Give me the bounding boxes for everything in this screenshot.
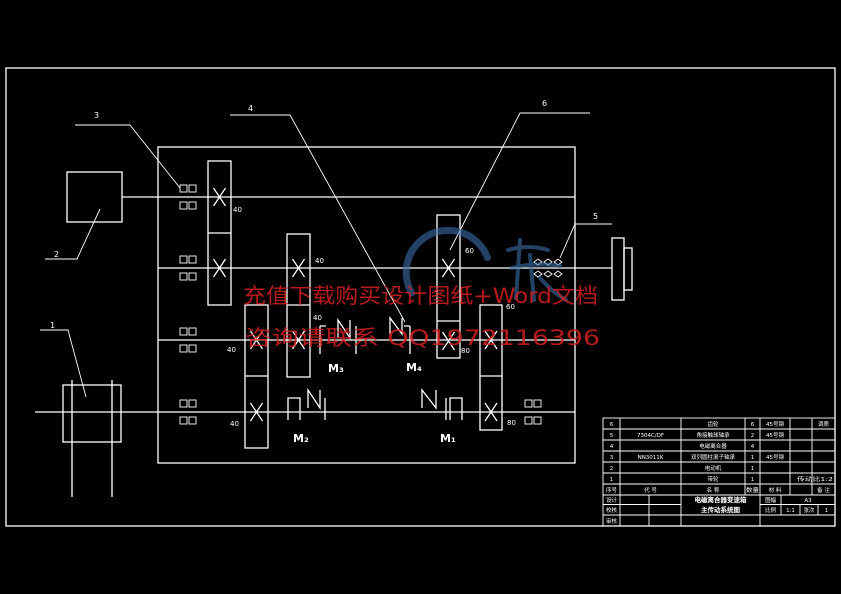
signoff-design: 设计 — [606, 496, 618, 504]
scale-value: 1:1 — [786, 508, 795, 514]
clutch-m4 — [389, 316, 411, 354]
clutch-label-m4: M₄ — [406, 361, 422, 374]
gear-label: 40 — [315, 257, 324, 265]
drawing-title-line-2: 主传动系统图 — [701, 505, 741, 514]
parts-header: 序号 代 号 名 称 数量 材 料 备 注 — [606, 486, 830, 494]
part-no: 3 — [610, 455, 614, 461]
header-code: 代 号 — [644, 486, 657, 494]
parts-row: 6 齿轮 6 45号钢 调质 — [610, 420, 830, 428]
callout-6: 6 — [542, 99, 547, 108]
part-code: NN3011K — [638, 455, 664, 461]
part-note: 调质 — [818, 420, 830, 428]
header-material: 材 料 — [769, 486, 782, 494]
gear-block-5 — [479, 304, 503, 431]
part-material: 45号钢 — [766, 431, 784, 439]
watermark-logo — [402, 226, 568, 302]
gear-label: 40 — [227, 346, 236, 354]
clutch-label-m1: M₁ — [440, 432, 456, 445]
callout-5: 5 — [593, 212, 598, 221]
parts-row: 1 带轮 1 传动比1:2 — [610, 475, 833, 483]
callout-1: 1 — [50, 321, 55, 330]
sheet-value: 1 — [825, 508, 829, 514]
logo-brush-strokes — [506, 238, 568, 302]
header-note: 备 注 — [817, 486, 830, 494]
part-qty: 6 — [751, 422, 755, 428]
signoff-approve: 审核 — [606, 517, 618, 525]
leader-1 — [40, 329, 87, 398]
watermark-line-2: 咨询请联系 QQ1972116396 — [245, 326, 600, 350]
part-no: 2 — [610, 466, 614, 472]
header-no: 序号 — [606, 486, 618, 494]
title-block-grid — [602, 417, 836, 527]
callout-2: 2 — [54, 250, 59, 259]
pulley-body — [62, 384, 122, 443]
parts-row: 3 NN3011K 双列圆柱滚子轴承 1 45号钢 — [610, 453, 785, 461]
gear-label: 60 — [506, 303, 515, 311]
clutch-m3 — [319, 317, 357, 354]
part-no: 4 — [610, 444, 614, 450]
part-material: 45号钢 — [766, 420, 784, 428]
sheet-label: 张次 — [803, 506, 815, 514]
gear-label: 40 — [233, 206, 242, 214]
shafts — [35, 196, 612, 413]
gear-block-4 — [436, 214, 461, 359]
callout-leaders — [40, 112, 612, 398]
parts-row: 5 7304C/DF 角接触球轴承 2 45号钢 — [610, 431, 785, 439]
drawing-border — [5, 67, 836, 527]
part-qty: 1 — [751, 455, 755, 461]
leader-3 — [75, 124, 181, 189]
title-block: 6 齿轮 6 45号钢 调质 5 7304C/DF 角接触球轴承 2 45号钢 … — [602, 417, 836, 527]
leader-6 — [449, 112, 590, 251]
part-material: 45号钢 — [766, 453, 784, 461]
part-qty: 2 — [751, 433, 755, 439]
logo-ring — [402, 226, 491, 297]
part-name: 双列圆柱滚子轴承 — [691, 453, 736, 461]
header-name: 名 称 — [707, 486, 720, 494]
parts-row: 4 电磁离合器 4 — [610, 442, 755, 450]
format-label: 图幅 — [765, 496, 777, 504]
gear-label: 40 — [313, 314, 322, 322]
clutch-m1 — [421, 388, 463, 420]
watermark-line-1: 充值下载购买设计图纸+Word文档 — [243, 284, 598, 308]
clutch-label-m3: M₃ — [328, 362, 344, 375]
gears — [207, 160, 503, 449]
drawing-title-line-1: 电磁离合器变速箱 — [695, 495, 748, 504]
callout-3: 3 — [94, 111, 99, 120]
part-qty: 4 — [751, 444, 755, 450]
scale-label: 比例 — [765, 506, 777, 514]
part-qty: 1 — [751, 477, 755, 483]
parts-row: 2 电动机 1 — [610, 464, 755, 472]
gearbox-housing — [157, 146, 576, 464]
part-name: 角接触球轴承 — [696, 431, 730, 439]
gear-label: 40 — [230, 420, 239, 428]
format-value: A3 — [804, 498, 812, 504]
part-no: 1 — [610, 477, 614, 483]
part-name: 带轮 — [707, 475, 719, 483]
pulley-component — [62, 380, 122, 497]
header-qty: 数量 — [746, 486, 760, 494]
gear-label: 80 — [461, 347, 470, 355]
callout-4: 4 — [248, 104, 253, 113]
coupling-hub — [623, 247, 633, 291]
leader-2 — [45, 208, 101, 260]
part-code: 7304C/DF — [637, 433, 664, 439]
part-note: 传动比1:2 — [797, 475, 833, 483]
clutch-m2 — [287, 387, 326, 420]
leader-5 — [559, 223, 612, 259]
output-coupling — [611, 237, 633, 301]
clutches — [287, 316, 463, 420]
clutch-label-m2: M₂ — [293, 432, 309, 445]
part-no: 6 — [610, 422, 614, 428]
signoff-check: 校核 — [606, 506, 618, 514]
part-name: 电动机 — [705, 464, 722, 472]
leader-4 — [230, 114, 406, 323]
gear-label: 80 — [507, 419, 516, 427]
gear-label: 60 — [465, 247, 474, 255]
part-no: 5 — [610, 433, 614, 439]
part-name: 电磁离合器 — [699, 442, 727, 450]
part-name: 齿轮 — [707, 420, 719, 428]
part-qty: 1 — [751, 466, 755, 472]
